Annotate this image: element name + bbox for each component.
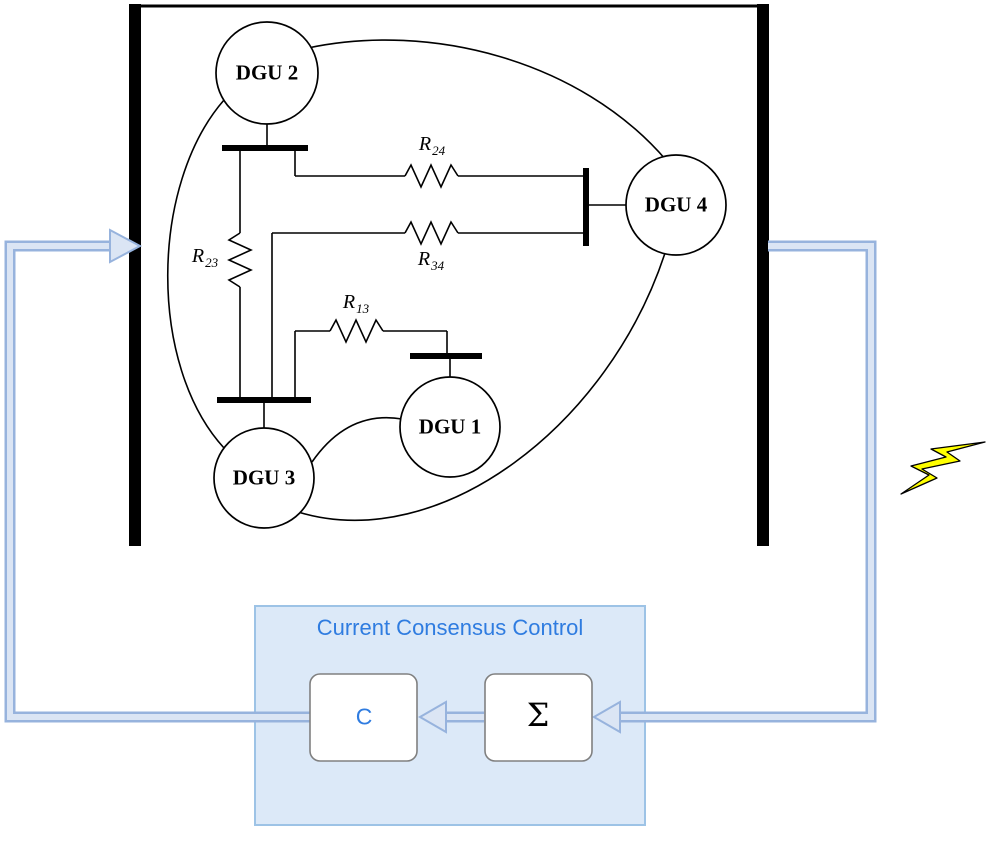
feedback-loop-right-fill (620, 243, 874, 720)
dgu1-node (399, 376, 501, 478)
controller-block (309, 673, 418, 762)
resistor-r34 (404, 220, 459, 246)
resistor-r24 (404, 163, 459, 189)
arrowhead-into-controller-icon (417, 700, 447, 734)
dc-bus-left-bar (129, 4, 141, 546)
sum-block (484, 673, 593, 762)
resistor-r13 (329, 318, 384, 344)
comm-link-dgu3-dgu4 (297, 249, 667, 522)
arrowhead-into-grid-icon (109, 228, 143, 264)
comm-link-dgu1-dgu3 (311, 416, 403, 463)
dgu4-node (625, 154, 727, 256)
resistor-r23 (227, 232, 253, 288)
dgu3-node (213, 427, 315, 529)
lightning-bolt-icon (900, 441, 986, 495)
feedback-loop-left-fill (7, 243, 311, 720)
dgu2-node (215, 21, 319, 125)
arrowhead-into-sum-icon (591, 700, 621, 734)
comm-link-dgu2-dgu4 (307, 39, 667, 161)
comm-link-dgu2-dgu3 (167, 99, 225, 449)
dc-bus-right-bar (757, 4, 769, 546)
